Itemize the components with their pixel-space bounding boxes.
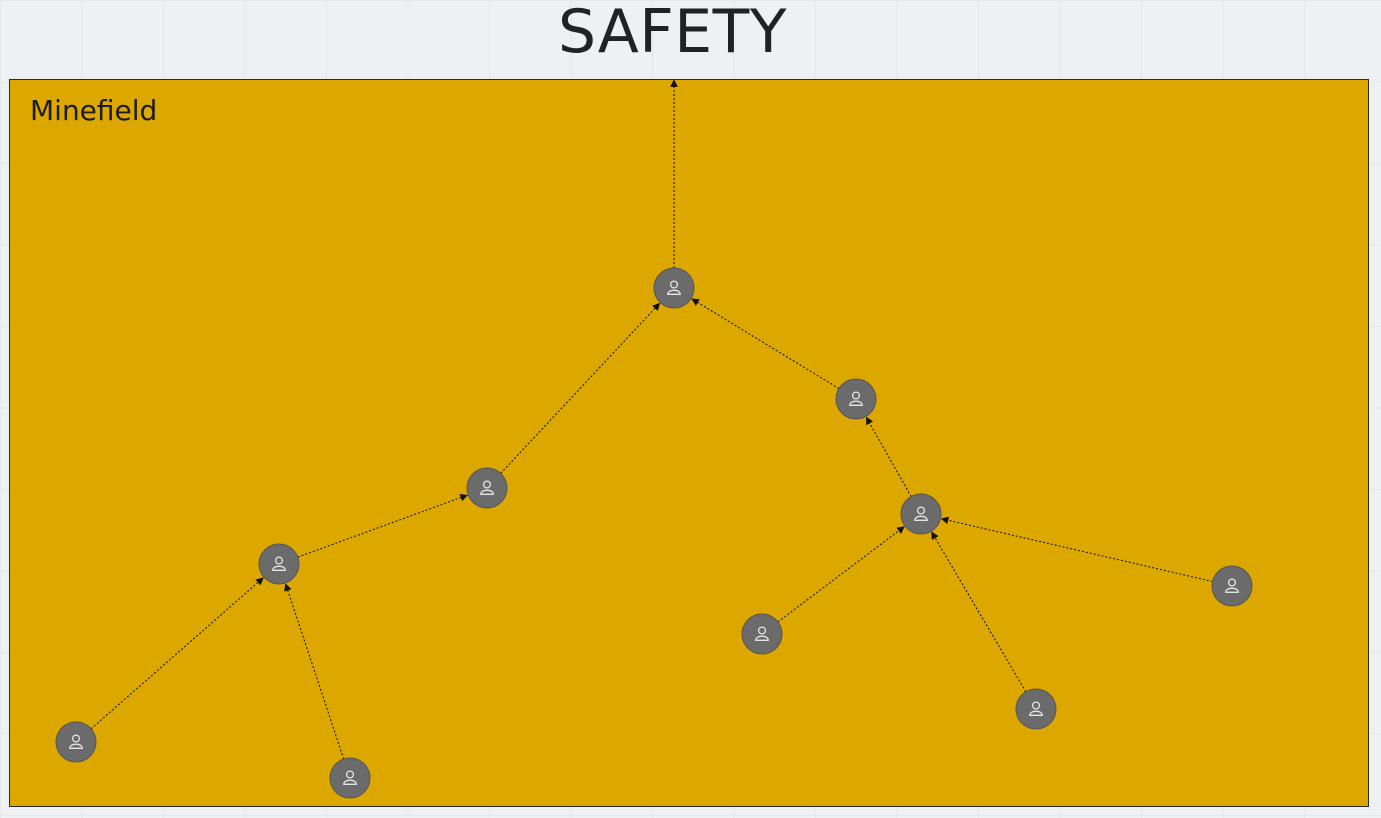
minefield-frame xyxy=(9,79,1369,807)
person-node-n9[interactable] xyxy=(1015,688,1057,730)
nodes-layer xyxy=(55,267,1253,799)
link-n9-to-n7 xyxy=(931,531,1027,693)
links-layer xyxy=(90,79,1213,760)
person-icon xyxy=(849,391,863,406)
person-icon xyxy=(755,626,769,641)
person-icon xyxy=(480,480,494,495)
person-icon xyxy=(914,506,928,521)
link-n3-to-n2 xyxy=(297,493,468,558)
person-node-n7[interactable] xyxy=(900,493,942,535)
safety-target-label: SAFETY xyxy=(558,0,787,67)
minefield-label: Minefield xyxy=(30,94,158,127)
person-node-n10[interactable] xyxy=(1211,565,1253,607)
link-n4-to-n3 xyxy=(90,577,264,730)
person-icon xyxy=(272,556,286,571)
person-icon xyxy=(667,280,681,295)
person-node-n3[interactable] xyxy=(258,543,300,585)
person-node-n1[interactable] xyxy=(653,267,695,309)
link-n5-to-n3 xyxy=(284,583,345,760)
person-icon xyxy=(69,734,83,749)
link-n7-to-n6 xyxy=(865,416,912,497)
person-node-n6[interactable] xyxy=(835,378,877,420)
link-n2-to-n1 xyxy=(500,302,661,474)
link-n10-to-n7 xyxy=(940,516,1213,583)
person-icon xyxy=(343,770,357,785)
link-n6-to-n1 xyxy=(691,298,840,390)
link-n8-to-n7 xyxy=(777,526,905,623)
person-node-n4[interactable] xyxy=(55,721,97,763)
person-icon xyxy=(1225,578,1239,593)
person-node-n2[interactable] xyxy=(466,467,508,509)
person-icon xyxy=(1029,701,1043,716)
person-node-n5[interactable] xyxy=(329,757,371,799)
person-node-n8[interactable] xyxy=(741,613,783,655)
